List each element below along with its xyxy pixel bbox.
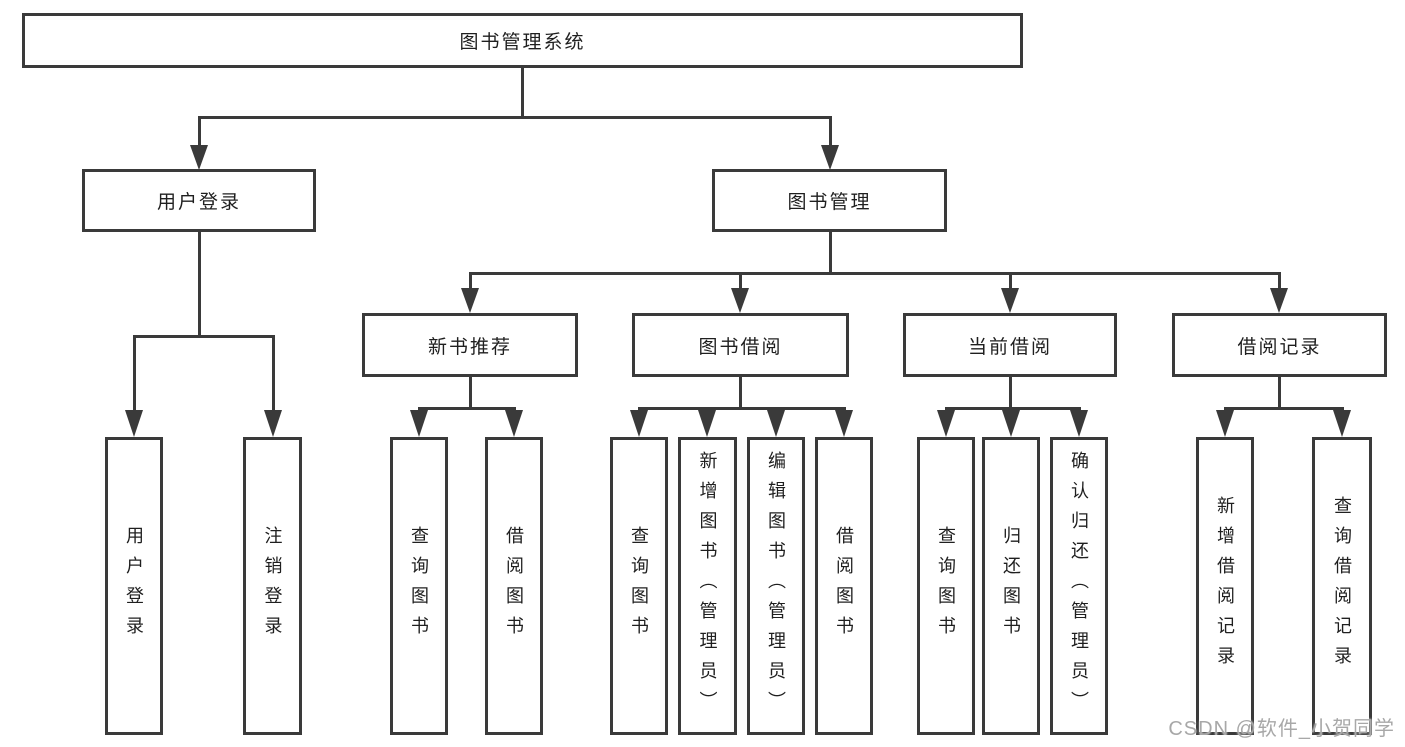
node-user-login-label: 用户登录	[156, 192, 241, 213]
connector-vline	[272, 335, 275, 413]
connector-vline	[469, 375, 472, 410]
node-book-management-label: 图书管理	[787, 192, 872, 213]
node-leaf-add-borrow-record-label: 新增借阅记录	[1215, 496, 1235, 676]
connector-arrow	[767, 410, 785, 437]
connector-vline	[739, 375, 742, 410]
connector-vline	[1009, 375, 1012, 410]
connector-vline	[1009, 272, 1012, 292]
node-leaf-return-books: 归还图书	[982, 437, 1040, 735]
node-leaf-borrow-books-recommend: 借阅图书	[485, 437, 543, 735]
connector-vline	[739, 272, 742, 292]
connector-hline	[133, 335, 274, 338]
node-borrow-records: 借阅记录	[1172, 313, 1387, 377]
connector-hline	[1224, 407, 1343, 410]
node-leaf-user-login-label: 用户登录	[124, 526, 144, 646]
node-leaf-query-borrow-record: 查询借阅记录	[1312, 437, 1372, 735]
node-leaf-user-login: 用户登录	[105, 437, 163, 735]
node-leaf-query-books-borrow: 查询图书	[610, 437, 668, 735]
node-leaf-borrow-books-borrow-label: 借阅图书	[834, 526, 854, 646]
connector-arrow	[410, 410, 428, 437]
node-current-borrow-label: 当前借阅	[967, 336, 1052, 358]
connector-arrow	[125, 410, 143, 437]
node-borrow-records-label: 借阅记录	[1237, 336, 1322, 358]
node-leaf-query-borrow-record-label: 查询借阅记录	[1332, 496, 1352, 676]
node-leaf-query-books-recommend-label: 查询图书	[409, 526, 429, 646]
connector-hline	[418, 407, 515, 410]
connector-arrow	[937, 410, 955, 437]
connector-vline	[829, 116, 832, 148]
connector-vline	[829, 231, 832, 274]
connector-vline	[1278, 375, 1281, 410]
node-root: 图书管理系统	[22, 13, 1023, 68]
connector-arrow	[264, 410, 282, 437]
node-leaf-add-book-admin: 新增图书（管理员）	[678, 437, 737, 735]
node-leaf-borrow-books-borrow: 借阅图书	[815, 437, 873, 735]
connector-vline	[521, 68, 524, 117]
node-new-book-recommend-label: 新书推荐	[427, 336, 512, 358]
node-leaf-logout-label: 注销登录	[262, 526, 283, 646]
node-new-book-recommend: 新书推荐	[362, 313, 578, 377]
connector-vline	[469, 272, 472, 292]
connector-arrow	[835, 410, 853, 437]
node-root-label: 图书管理系统	[459, 32, 586, 53]
connector-arrow	[1070, 410, 1088, 437]
node-leaf-borrow-books-recommend-label: 借阅图书	[504, 526, 524, 646]
connector-arrow	[1001, 288, 1019, 313]
node-user-login: 用户登录	[82, 169, 316, 232]
connector-hline	[198, 116, 832, 119]
watermark: CSDN @软件_小贺同学	[1168, 718, 1395, 740]
connector-arrow	[1270, 288, 1288, 313]
connector-vline	[133, 335, 136, 413]
node-leaf-confirm-return-admin: 确认归还（管理员）	[1050, 437, 1108, 735]
node-book-borrow: 图书借阅	[632, 313, 849, 377]
node-leaf-return-books-label: 归还图书	[1001, 526, 1021, 646]
node-leaf-add-borrow-record: 新增借阅记录	[1196, 437, 1254, 735]
connector-vline	[198, 231, 201, 337]
connector-arrow	[821, 145, 839, 170]
node-book-borrow-label: 图书借阅	[698, 336, 783, 358]
connector-arrow	[461, 288, 479, 313]
node-leaf-edit-book-admin-label: 编辑图书（管理员）	[766, 451, 786, 721]
connector-arrow	[1333, 410, 1351, 437]
node-book-management: 图书管理	[712, 169, 947, 232]
node-leaf-confirm-return-admin-label: 确认归还（管理员）	[1069, 451, 1089, 721]
node-leaf-add-book-admin-label: 新增图书（管理员）	[697, 451, 718, 721]
connector-vline	[198, 116, 201, 148]
node-leaf-query-books-borrow-label: 查询图书	[629, 526, 649, 646]
node-leaf-query-books-current: 查询图书	[917, 437, 975, 735]
connector-arrow	[1216, 410, 1234, 437]
connector-arrow	[505, 410, 523, 437]
node-leaf-logout: 注销登录	[243, 437, 302, 735]
connector-arrow	[698, 410, 716, 437]
node-leaf-edit-book-admin: 编辑图书（管理员）	[747, 437, 805, 735]
connector-hline	[638, 407, 845, 410]
connector-arrow	[190, 145, 208, 170]
node-leaf-query-books-current-label: 查询图书	[936, 526, 956, 646]
connector-arrow	[630, 410, 648, 437]
connector-arrow	[731, 288, 749, 313]
connector-hline	[469, 272, 1281, 275]
connector-vline	[1278, 272, 1281, 292]
node-leaf-query-books-recommend: 查询图书	[390, 437, 448, 735]
connector-arrow	[1002, 410, 1020, 437]
node-current-borrow: 当前借阅	[903, 313, 1117, 377]
